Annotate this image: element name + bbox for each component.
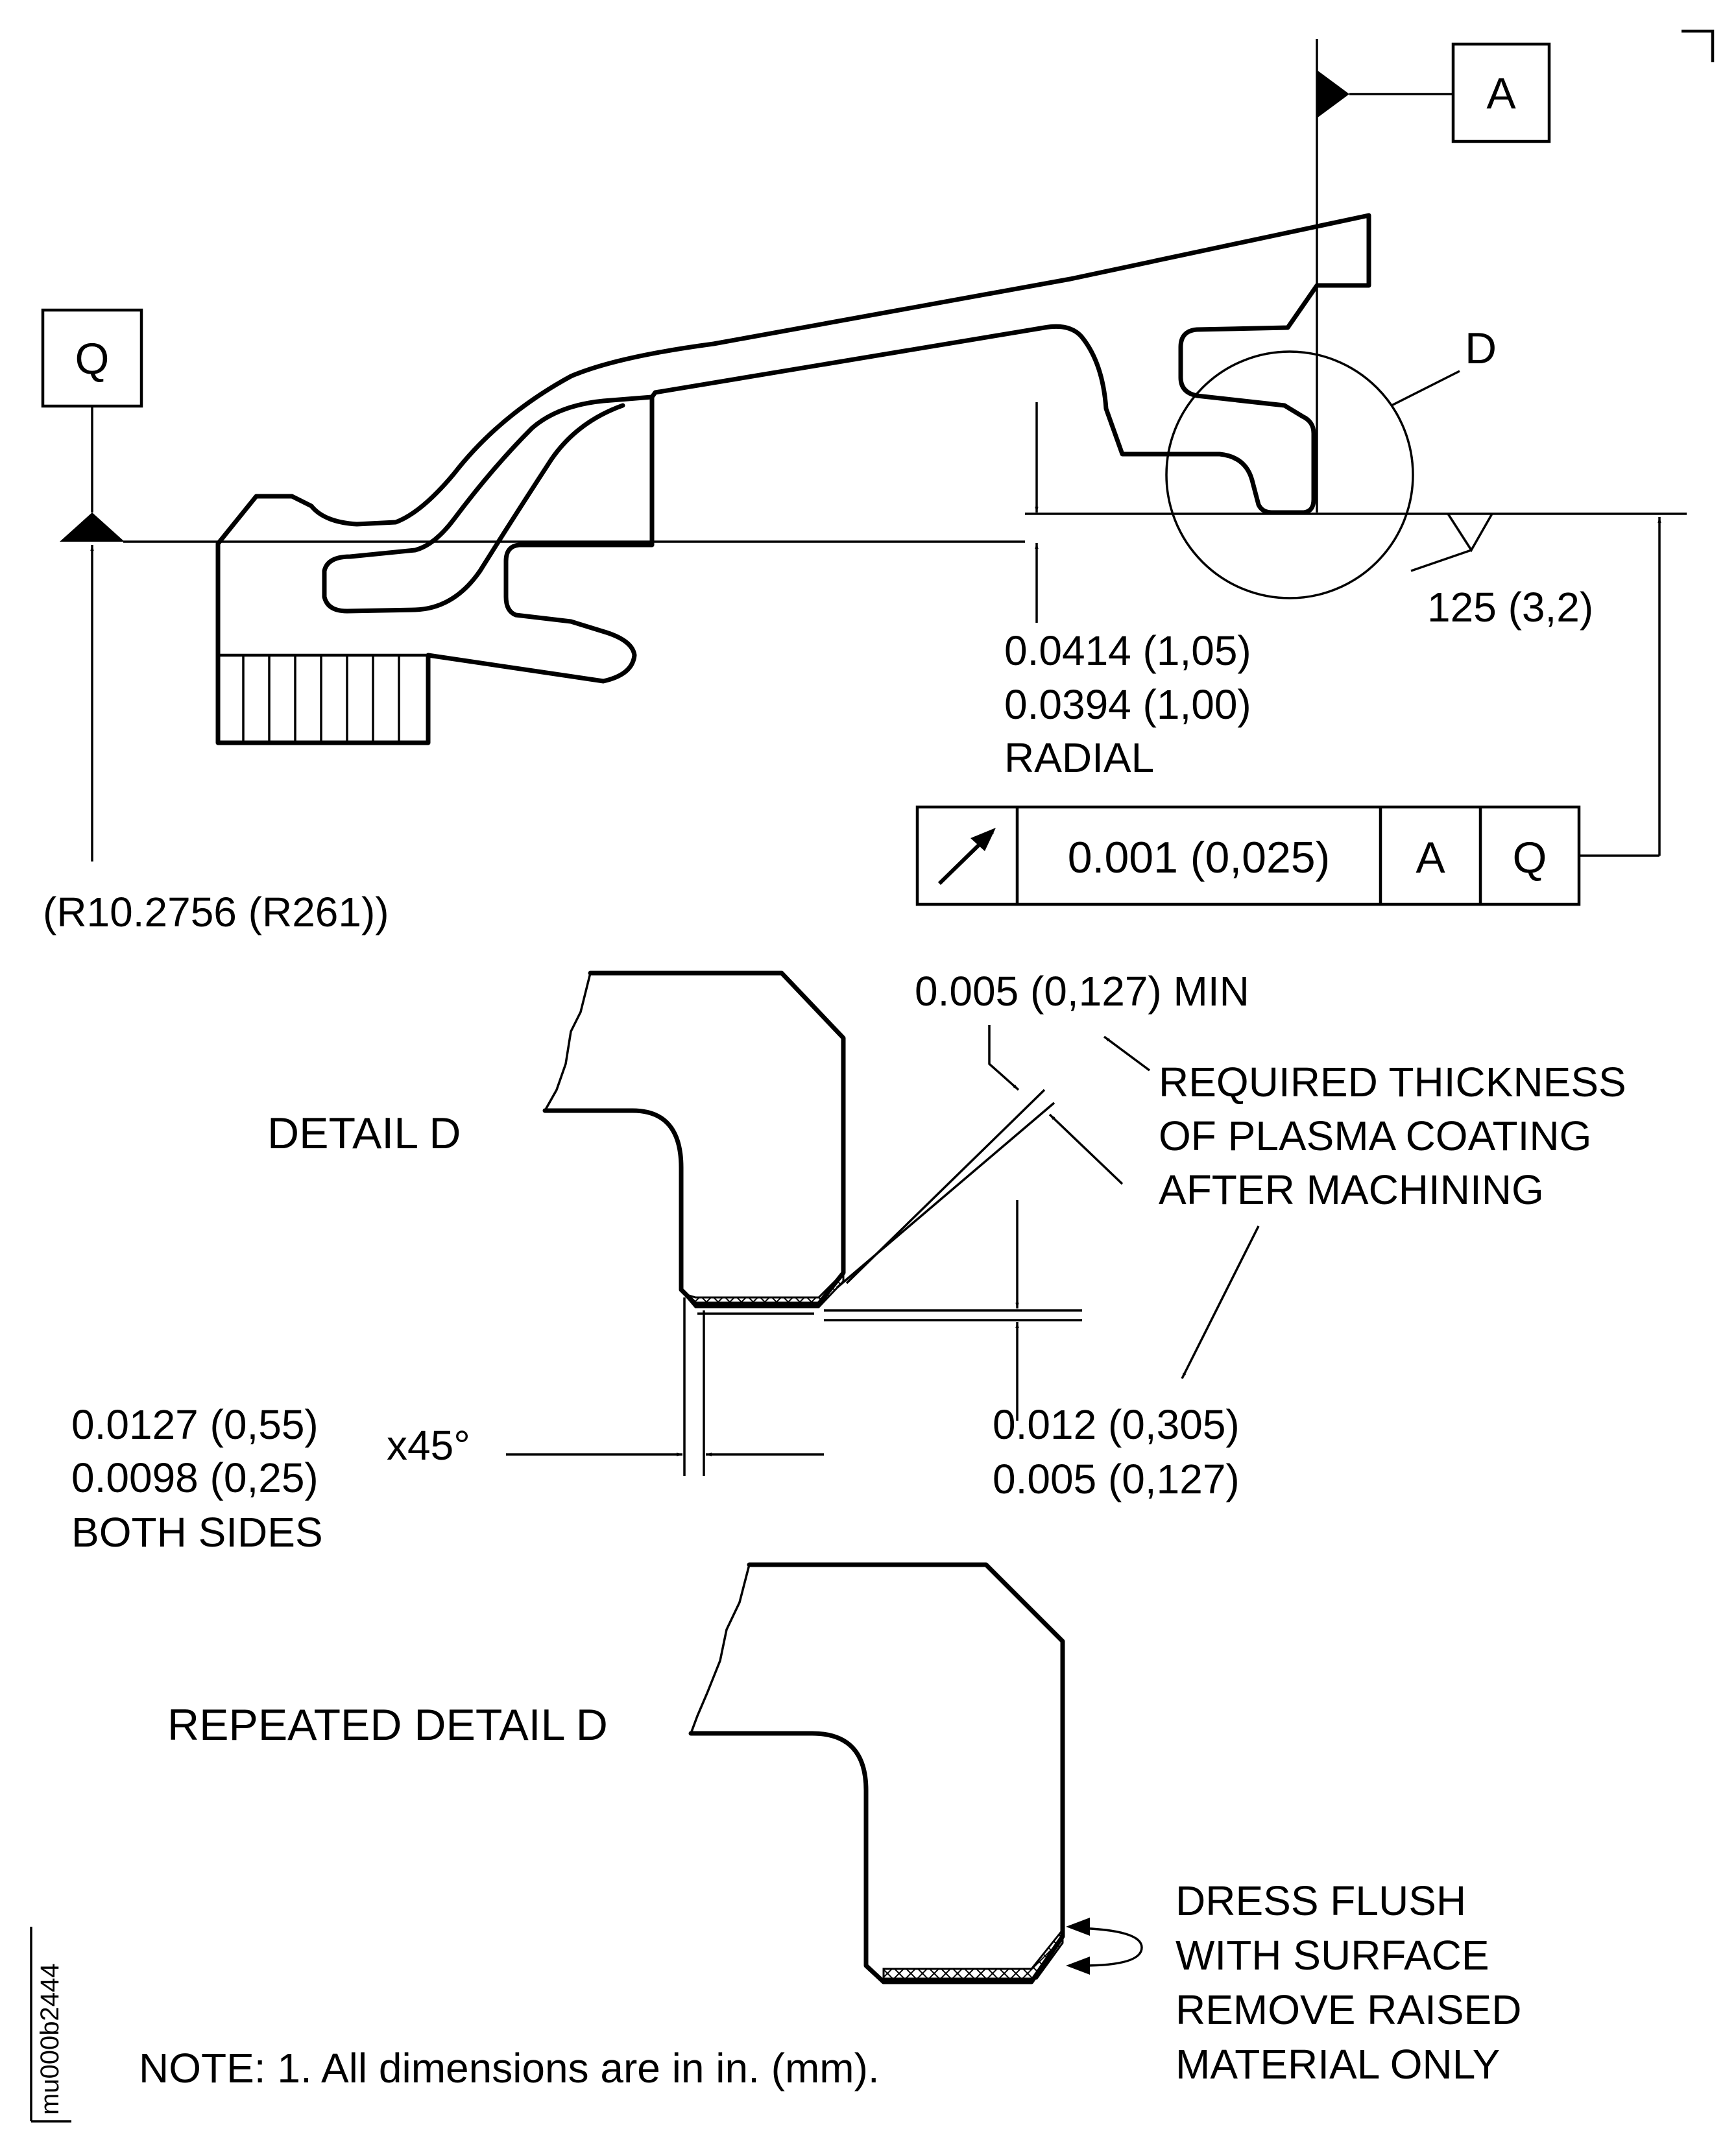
coating-note-line-3: AFTER MACHINING	[1159, 1166, 1544, 1213]
dress-note-line-4: MATERIAL ONLY	[1175, 2041, 1500, 2088]
runout-symbol-icon	[937, 828, 996, 886]
detail-d-circle-label: D	[1465, 324, 1497, 373]
coating-dim-line-1: 0.012 (0,305)	[993, 1401, 1240, 1448]
fcf-datum-a: A	[1416, 833, 1445, 882]
datum-q-symbol: Q	[41, 308, 143, 542]
radial-dim-line-1: 0.0414 (1,05)	[1004, 627, 1251, 674]
chamfer-dim-line-2: 0.0098 (0,25)	[71, 1454, 319, 1501]
repeated-detail-d-view: REPEATED DETAIL D DRESS FLUSH WITH SURFA…	[167, 1562, 1521, 2088]
corner-mark	[1682, 29, 1715, 62]
coating-note-line-1: REQUIRED THICKNESS	[1159, 1059, 1626, 1105]
dress-note-line-3: REMOVE RAISED	[1175, 1986, 1521, 2033]
fcf-tolerance: 0.001 (0,025)	[1068, 833, 1331, 882]
chamfer-dim-line-1: 0.0127 (0,55)	[71, 1401, 319, 1448]
dress-note-line-2: WITH SURFACE	[1175, 1932, 1489, 1979]
coating-dim-line-2: 0.005 (0,127)	[993, 1456, 1240, 1502]
min-thickness-dim: 0.005 (0,127) MIN	[915, 968, 1249, 1015]
radius-dimension: (R10.2756 (R261))	[43, 889, 389, 935]
datum-a-label: A	[1486, 69, 1516, 118]
surface-finish-symbol: 125 (3,2)	[1410, 513, 1593, 631]
radial-dimension: 0.0414 (1,05) 0.0394 (1,00) RADIAL	[1004, 402, 1251, 781]
figure-id: mu000b2444	[36, 1963, 64, 2115]
seal-part-profile	[215, 213, 1371, 745]
datum-q-label: Q	[75, 334, 110, 383]
dress-note-line-1: DRESS FLUSH	[1175, 1877, 1466, 1924]
seal-teeth	[218, 653, 428, 743]
radial-dim-line-2: 0.0394 (1,00)	[1004, 681, 1251, 728]
chamfer-angle: x45°	[387, 1422, 470, 1469]
detail-d-callout: D	[1165, 324, 1497, 599]
surface-finish-value: 125 (3,2)	[1427, 584, 1593, 631]
detail-d-view: DETAIL D 0.005 (0,127) MIN REQUIRED THIC…	[71, 968, 1626, 1556]
coating-note-line-2: OF PLASMA COATING	[1159, 1113, 1591, 1159]
dimension-note: NOTE: 1. All dimensions are in in. (mm).	[139, 2045, 880, 2091]
feature-control-frame: 0.001 (0,025) A Q	[915, 517, 1661, 906]
radial-dim-line-3: RADIAL	[1004, 734, 1154, 781]
datum-a-symbol: A	[1316, 39, 1551, 512]
chamfer-dim-line-3: BOTH SIDES	[71, 1509, 323, 1556]
fcf-datum-q: Q	[1513, 833, 1547, 882]
detail-d-title: DETAIL D	[267, 1109, 461, 1158]
repeated-detail-title: REPEATED DETAIL D	[167, 1700, 608, 1750]
